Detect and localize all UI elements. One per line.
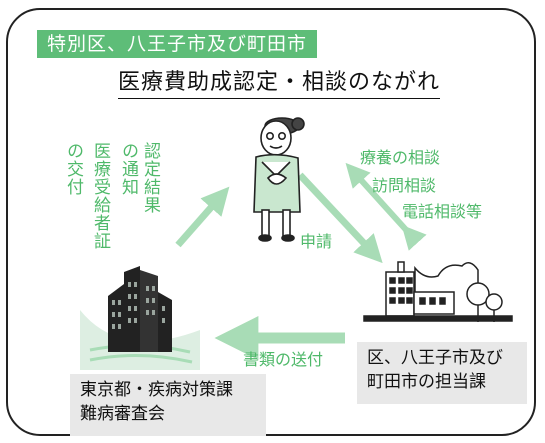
notify-text-col-1: 認定結果 <box>140 142 160 214</box>
consult-line-1: 療養の相談 <box>360 148 441 167</box>
office-box-line-2: 町田市の担当課 <box>367 372 486 392</box>
office-box-line-1: 区、八王子市及び <box>367 348 503 368</box>
notify-text-col-4: の交付 <box>63 142 83 196</box>
apply-label: 申請 <box>300 232 333 251</box>
arrow-notify <box>175 186 230 248</box>
notify-text-col-3: 医療受給者証 <box>90 142 110 250</box>
diagram-title: 医療費助成認定・相談のながれ <box>118 64 441 99</box>
tokyo-building-icon <box>80 266 200 370</box>
consult-line-2: 訪問相談 <box>372 176 437 195</box>
arrow-consult <box>345 162 427 251</box>
consult-line-3: 電話相談等 <box>402 202 483 221</box>
region-banner: 特別区、八王子市及び町田市 <box>37 30 318 58</box>
notify-text-col-2: の通知 <box>118 142 138 196</box>
municipal-office-box: 区、八王子市及び 町田市の担当課 <box>357 342 527 404</box>
send-label: 書類の送付 <box>243 350 324 369</box>
tokyo-box-line-1: 東京都・疾病対策課 <box>80 380 233 400</box>
tokyo-box-line-2: 難病審査会 <box>80 404 165 424</box>
person-icon <box>253 117 305 242</box>
municipal-building-icon <box>363 261 513 322</box>
tokyo-office-box: 東京都・疾病対策課 難病審査会 <box>70 374 266 436</box>
